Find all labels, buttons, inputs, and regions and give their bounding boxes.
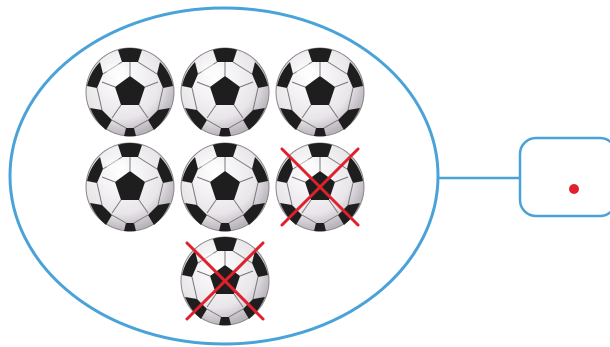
- soccer-ball-icon: [181, 48, 269, 137]
- soccer-ball-icon: [86, 143, 174, 232]
- soccer-ball-icon: [86, 48, 174, 137]
- crossed-soccer-ball-icon: [276, 143, 364, 232]
- balls-group: [86, 48, 364, 326]
- soccer-ball-icon: [181, 143, 269, 232]
- crossed-soccer-ball-icon: [181, 237, 269, 326]
- soccer-ball-icon: [276, 48, 364, 137]
- red-dot-icon: [569, 184, 579, 194]
- answer-box[interactable]: [520, 138, 610, 216]
